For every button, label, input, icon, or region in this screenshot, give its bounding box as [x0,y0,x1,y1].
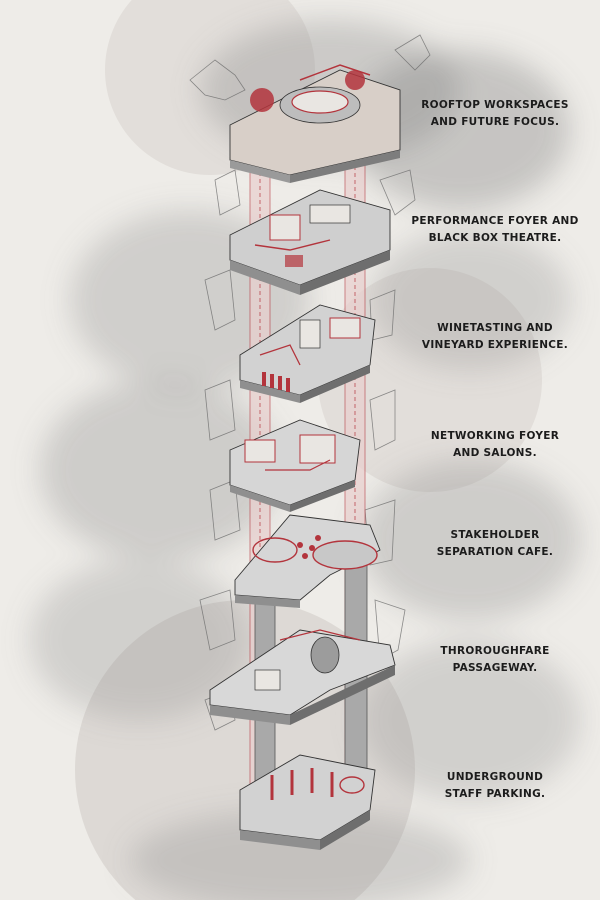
label-rooftop-line1: ROOFTOP WORKSPACES [421,99,569,111]
rock-outcrops [189,34,431,731]
label-networking: NETWORKING FOYER AND SALONS. [395,428,595,462]
label-winetasting-line2: VINEYARD EXPERIENCE. [421,339,569,351]
level-thoroughfare [209,629,396,725]
level-rooftop [229,64,401,183]
label-rooftop-line2: AND FUTURE FOCUS. [430,116,560,128]
label-underground: UNDERGROUND STAFF PARKING. [395,769,595,803]
label-thoroughfare: THROROUGHFARE PASSAGEWAY. [395,643,595,677]
label-winetasting: WINETASTING AND VINEYARD EXPERIENCE. [395,320,595,354]
label-performance-line2: BLACK BOX THEATRE. [428,232,562,244]
level-underground [239,754,376,850]
label-underground-line2: STAFF PARKING. [444,788,546,800]
label-thoroughfare-line1: THROROUGHFARE [440,645,550,657]
label-stakeholder-line2: SEPARATION CAFE. [436,546,554,558]
level-performance [229,189,391,295]
label-networking-line2: AND SALONS. [453,447,537,459]
label-networking-line1: NETWORKING FOYER [430,430,560,442]
label-thoroughfare-line2: PASSAGEWAY. [452,662,538,674]
label-stakeholder-line1: STAKEHOLDER [450,529,540,541]
label-stakeholder: STAKEHOLDER SEPARATION CAFE. [395,527,595,561]
label-rooftop: ROOFTOP WORKSPACES AND FUTURE FOCUS. [395,97,595,131]
level-stakeholder [234,514,381,608]
level-winetasting [239,304,376,403]
label-performance: PERFORMANCE FOYER AND BLACK BOX THEATRE. [395,213,595,247]
label-underground-line1: UNDERGROUND [446,771,544,783]
level-networking [229,419,361,512]
label-winetasting-line1: WINETASTING AND [437,322,553,334]
label-performance-line1: PERFORMANCE FOYER AND [411,215,579,227]
